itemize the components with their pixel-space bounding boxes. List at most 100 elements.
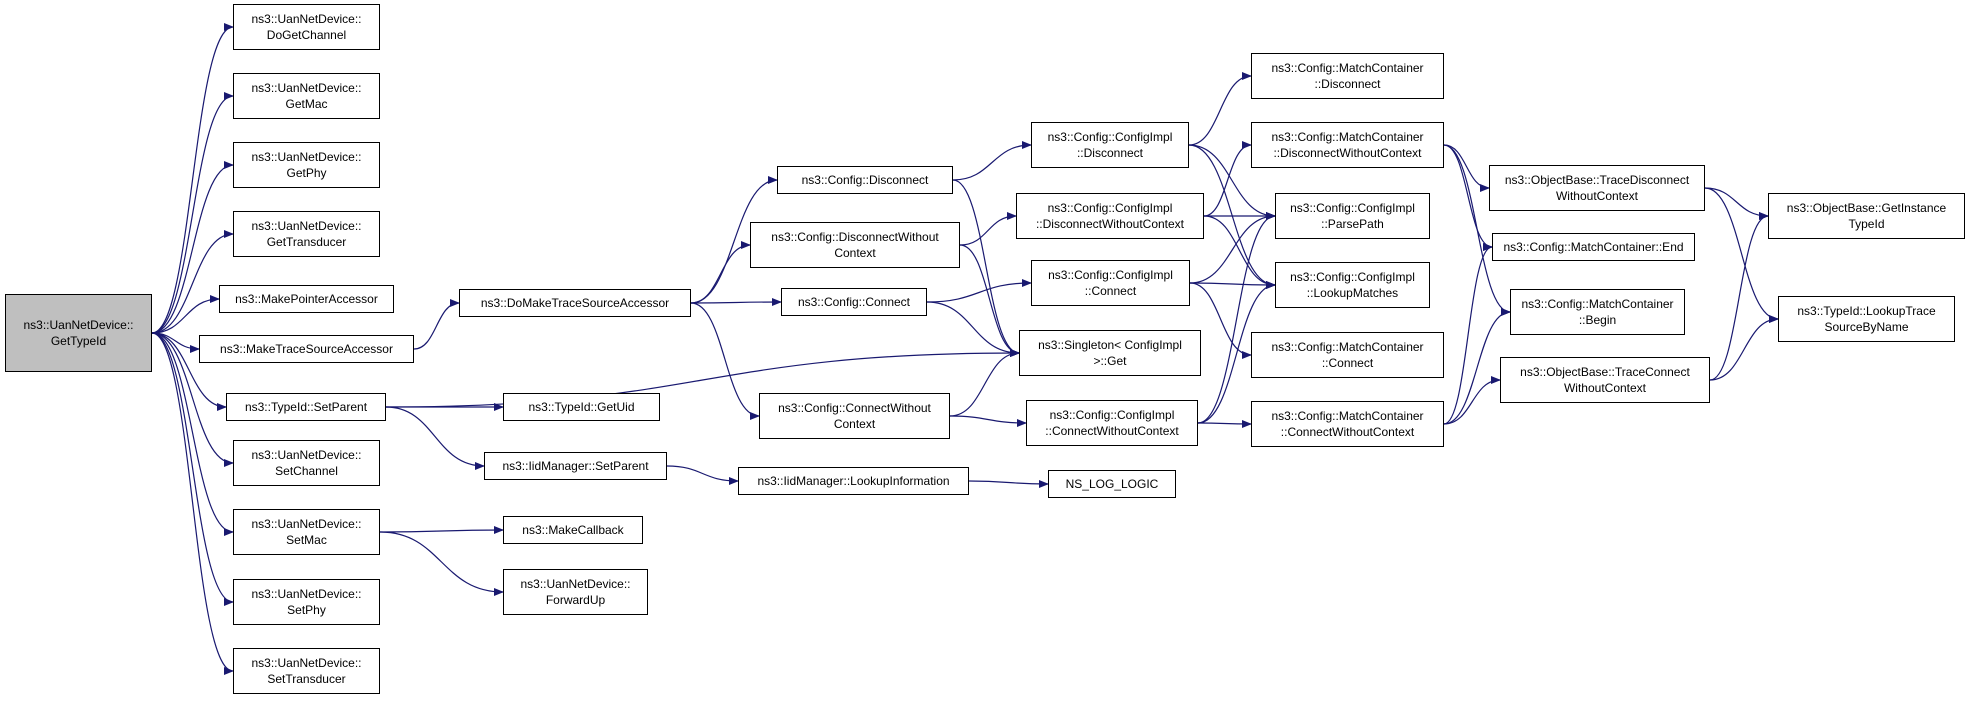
edge-impl-disconnect-wc-to-impl-lookup-matches: [1203, 215, 1276, 289]
node-impl-connect-wc[interactable]: ns3::Config::ConfigImpl::ConnectWithoutC…: [1026, 400, 1198, 446]
edge-impl-connect-to-mc-connect: [1189, 282, 1252, 359]
node-label-line: GetTransducer: [266, 235, 347, 249]
node-label-line: ns3::Config::ConfigImpl: [1049, 408, 1175, 422]
node-label-line: ns3::Config::Disconnect: [801, 173, 929, 187]
edge-iid-set-parent-to-iid-lookup-information: [666, 465, 739, 485]
node-do-get-channel[interactable]: ns3::UanNetDevice::DoGetChannel: [233, 4, 380, 50]
node-set-phy[interactable]: ns3::UanNetDevice::SetPhy: [233, 579, 380, 625]
node-label-line: ::LookupMatches: [1306, 286, 1399, 300]
node-get-mac[interactable]: ns3::UanNetDevice::GetMac: [233, 73, 380, 119]
node-label-line: WithoutContext: [1555, 189, 1639, 203]
node-set-transducer[interactable]: ns3::UanNetDevice::SetTransducer: [233, 648, 380, 694]
edge-root-to-make-pointer-accessor: [151, 295, 220, 334]
node-get-transducer[interactable]: ns3::UanNetDevice::GetTransducer: [233, 211, 380, 257]
edge-root-to-do-get-channel: [151, 23, 234, 334]
node-label-line: ns3::UanNetDevice::: [251, 81, 362, 95]
node-set-channel[interactable]: ns3::UanNetDevice::SetChannel: [233, 440, 380, 486]
node-mc-connect-wc[interactable]: ns3::Config::MatchContainer::ConnectWith…: [1251, 401, 1444, 447]
edge-config-connect-wc-to-impl-connect-wc: [949, 415, 1027, 427]
edge-do-make-trace-source-accessor-to-config-disconnect-wc: [690, 241, 751, 304]
node-label-line: GetPhy: [286, 166, 327, 180]
node-forward-up[interactable]: ns3::UanNetDevice::ForwardUp: [503, 569, 648, 615]
node-make-callback[interactable]: ns3::MakeCallback: [503, 516, 643, 544]
node-label-line: SetTransducer: [267, 672, 346, 686]
node-impl-lookup-matches[interactable]: ns3::Config::ConfigImpl::LookupMatches: [1275, 262, 1430, 308]
node-typeid-get-uid[interactable]: ns3::TypeId::GetUid: [503, 393, 660, 421]
node-label-line: ns3::UanNetDevice::: [251, 448, 362, 462]
node-iid-set-parent[interactable]: ns3::IidManager::SetParent: [484, 452, 667, 480]
node-config-disconnect[interactable]: ns3::Config::Disconnect: [777, 166, 953, 194]
node-get-phy[interactable]: ns3::UanNetDevice::GetPhy: [233, 142, 380, 188]
node-iid-lookup-information[interactable]: ns3::IidManager::LookupInformation: [738, 467, 969, 495]
node-label-line: ns3::TypeId::SetParent: [244, 400, 368, 414]
node-label-line: ns3::MakeTraceSourceAccessor: [220, 342, 393, 356]
edge-mc-disconnect-wc-to-mc-begin: [1443, 144, 1511, 316]
node-label-line: ns3::Config::MatchContainer: [1521, 297, 1674, 311]
node-label-line: ns3::Config::ConfigImpl: [1290, 201, 1415, 215]
node-label-line: DoGetChannel: [266, 28, 347, 42]
node-impl-parse-path[interactable]: ns3::Config::ConfigImpl::ParsePath: [1275, 193, 1430, 239]
node-mc-connect[interactable]: ns3::Config::MatchContainer::Connect: [1251, 332, 1444, 378]
edge-ob-trace-disconnect-wc-to-typeid-lookup-trace-source: [1704, 187, 1779, 323]
node-make-trace-source-accessor[interactable]: ns3::MakeTraceSourceAccessor: [199, 335, 414, 363]
edge-set-mac-to-forward-up: [379, 531, 504, 596]
node-label-line: ns3::Config::MatchContainer: [1271, 61, 1424, 75]
node-label-line: ns3::UanNetDevice::: [251, 219, 362, 233]
node-label-line: Context: [833, 417, 876, 431]
node-impl-disconnect-wc[interactable]: ns3::Config::ConfigImpl::DisconnectWitho…: [1016, 193, 1204, 239]
edge-mc-connect-wc-to-mc-begin: [1443, 308, 1511, 425]
edge-root-to-get-phy: [151, 161, 234, 334]
node-mc-disconnect[interactable]: ns3::Config::MatchContainer::Disconnect: [1251, 53, 1444, 99]
node-label-line: ns3::MakePointerAccessor: [235, 292, 378, 306]
node-label-line: ns3::Config::MatchContainer: [1271, 340, 1424, 354]
edge-config-disconnect-wc-to-singleton-get: [959, 244, 1020, 357]
node-label-line: ns3::TypeId::LookupTrace: [1797, 304, 1936, 318]
node-label-line: GetMac: [285, 97, 328, 111]
edge-typeid-set-parent-to-iid-set-parent: [385, 406, 485, 470]
edge-impl-connect-wc-to-impl-lookup-matches: [1197, 281, 1276, 424]
node-impl-disconnect[interactable]: ns3::Config::ConfigImpl::Disconnect: [1031, 122, 1189, 168]
node-label-line: ns3::ObjectBase::TraceDisconnect: [1504, 173, 1690, 187]
edge-root-to-set-mac: [151, 332, 234, 536]
node-label-line: ns3::Config::MatchContainer: [1271, 130, 1424, 144]
edge-root-to-set-phy: [151, 332, 234, 606]
edge-mc-disconnect-wc-to-ob-trace-disconnect-wc: [1443, 144, 1490, 192]
node-impl-connect[interactable]: ns3::Config::ConfigImpl::Connect: [1031, 260, 1190, 306]
node-do-make-trace-source-accessor[interactable]: ns3::DoMakeTraceSourceAccessor: [459, 289, 691, 317]
node-label-line: ns3::ObjectBase::GetInstance: [1786, 201, 1947, 215]
node-singleton-get[interactable]: ns3::Singleton< ConfigImpl >::Get: [1019, 330, 1201, 376]
node-mc-disconnect-wc[interactable]: ns3::Config::MatchContainer::DisconnectW…: [1251, 122, 1444, 168]
node-label-line: ns3::UanNetDevice::: [520, 577, 631, 591]
node-label-line: >::Get: [1093, 354, 1127, 368]
node-label-line: ns3::Config::ConfigImpl: [1048, 268, 1173, 282]
node-make-pointer-accessor[interactable]: ns3::MakePointerAccessor: [219, 285, 394, 313]
node-mc-end[interactable]: ns3::Config::MatchContainer::End: [1492, 233, 1695, 261]
node-mc-begin[interactable]: ns3::Config::MatchContainer::Begin: [1510, 289, 1685, 335]
node-label-line: ::Connect: [1321, 356, 1374, 370]
node-label-line: ::DisconnectWithoutContext: [1273, 146, 1422, 160]
node-label-line: SetChannel: [275, 464, 338, 478]
node-set-mac[interactable]: ns3::UanNetDevice::SetMac: [233, 509, 380, 555]
edge-root-to-typeid-set-parent: [151, 332, 227, 411]
edge-root-to-set-channel: [151, 332, 234, 467]
node-typeid-set-parent[interactable]: ns3::TypeId::SetParent: [226, 393, 386, 421]
node-label-line: ns3::Config::ConfigImpl: [1047, 130, 1173, 144]
node-label-line: ::Begin: [1578, 313, 1617, 327]
node-ns-log-logic[interactable]: NS_LOG_LOGIC: [1048, 470, 1176, 498]
edge-mc-disconnect-wc-to-mc-end: [1443, 144, 1493, 251]
edge-mc-connect-wc-to-ob-trace-connect-wc: [1443, 376, 1501, 425]
node-label-line: ns3::Config::Connect: [797, 295, 911, 309]
edge-impl-disconnect-to-impl-lookup-matches: [1188, 144, 1276, 289]
edge-config-connect-to-singleton-get: [926, 301, 1020, 357]
node-label-line: ns3::Config::ConfigImpl: [1290, 270, 1415, 284]
node-label-line: ns3::UanNetDevice::: [251, 517, 362, 531]
node-config-connect[interactable]: ns3::Config::Connect: [781, 288, 927, 316]
